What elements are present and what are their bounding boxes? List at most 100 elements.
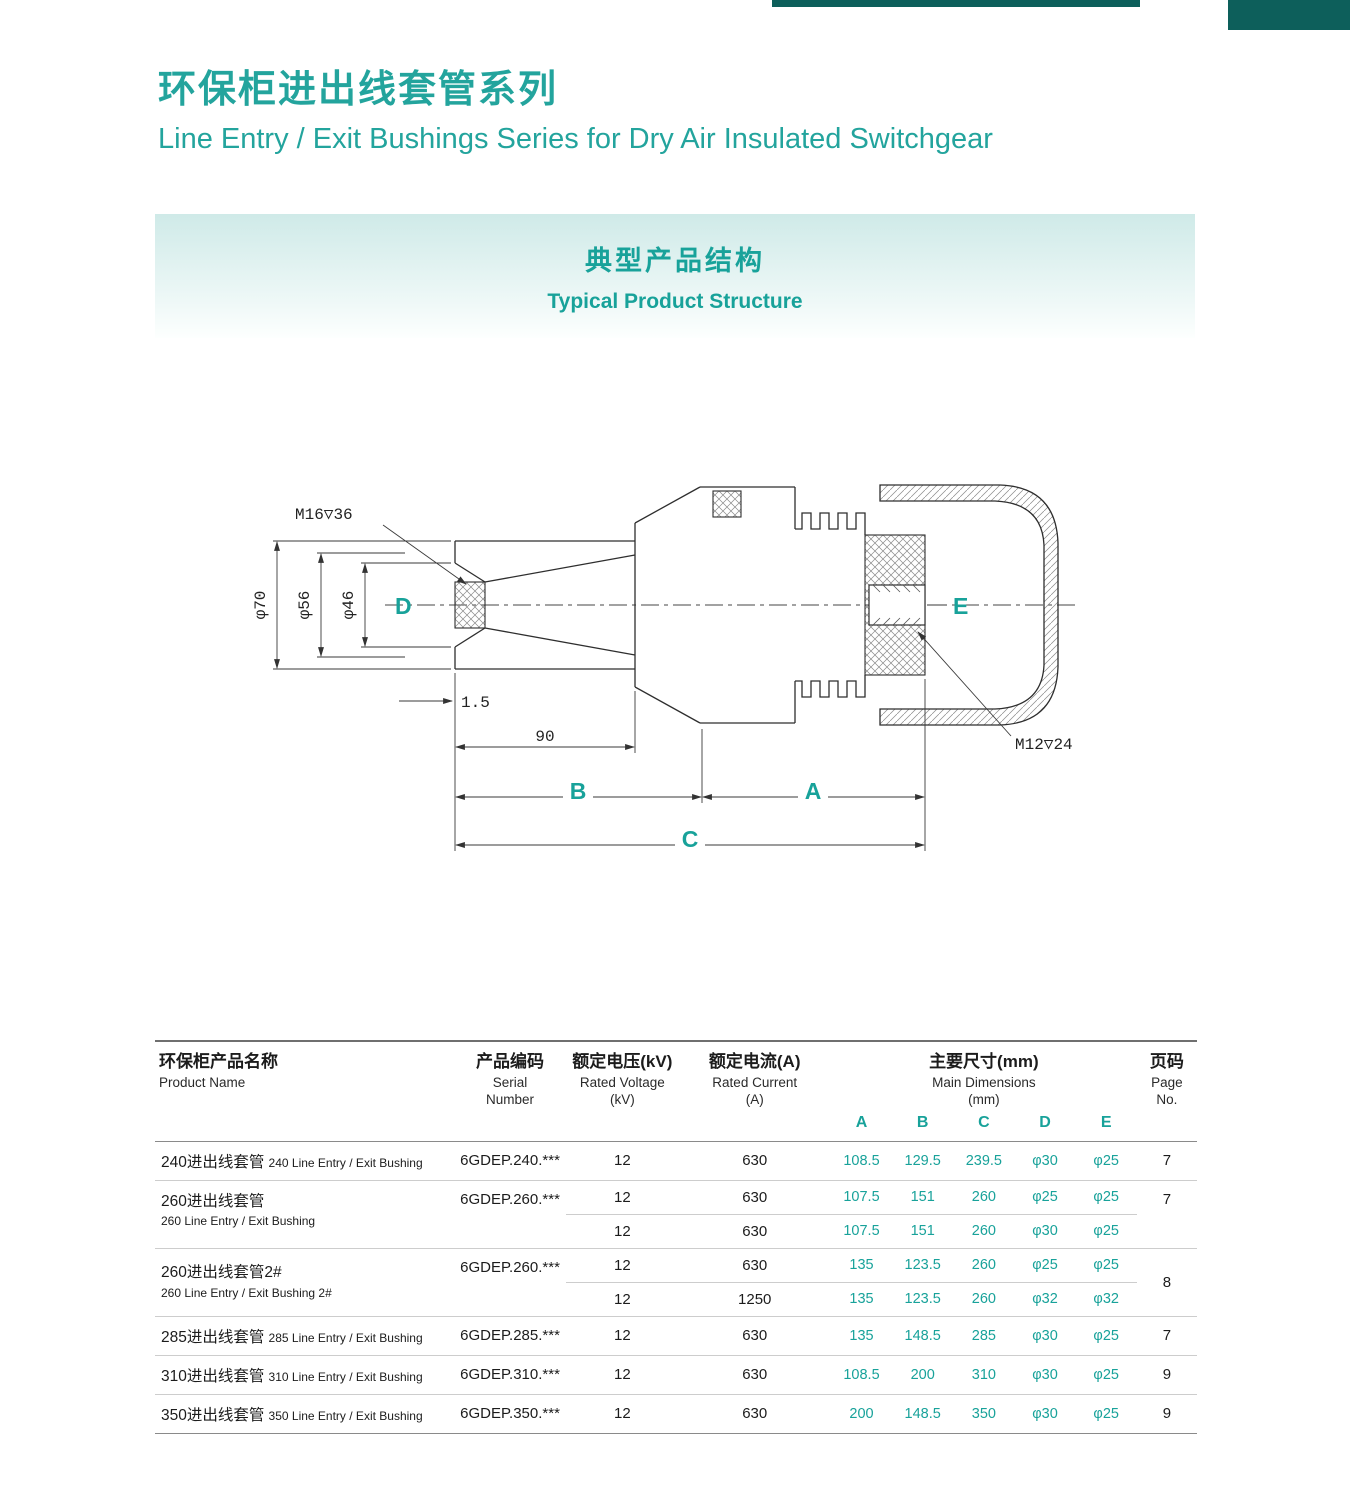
thread-right-label: M12▽24 xyxy=(1015,736,1073,754)
product-name-cell: 285进出线套管 285 Line Entry / Exit Bushing xyxy=(155,1316,454,1356)
col-header-current: 额定电流(A) Rated Current (A) xyxy=(678,1041,831,1142)
product-name-cell: 350进出线套管 350 Line Entry / Exit Bushing xyxy=(155,1394,454,1434)
dim-c-cell: 260 xyxy=(953,1180,1015,1215)
section-banner: 典型产品结构 Typical Product Structure xyxy=(155,214,1195,338)
current-cell: 630 xyxy=(678,1394,831,1434)
dim-a-cell: 108.5 xyxy=(830,1141,893,1181)
col-header-serial: 产品编码 Serial Number xyxy=(453,1041,567,1142)
dim-e-cell: φ32 xyxy=(1075,1282,1137,1317)
banner-title-zh: 典型产品结构 xyxy=(585,245,765,276)
table-row-260-1: 260进出线套管 260 Line Entry / Exit Bushing 6… xyxy=(155,1180,1197,1249)
serial-cell: 6GDEP.310.*** xyxy=(453,1355,567,1395)
col-header-dim-e: E xyxy=(1075,1111,1137,1142)
current-cell: 630 xyxy=(678,1316,831,1356)
col-header-product-name-en: Product Name xyxy=(159,1074,246,1090)
dim-90-label: 90 xyxy=(535,728,554,746)
dim-b-cell: 123.5 xyxy=(892,1282,954,1317)
dim-c-cell: 350 xyxy=(953,1394,1015,1434)
dim-a-cell: 200 xyxy=(830,1394,893,1434)
left-thread-socket xyxy=(454,581,486,629)
dim-e-cell: φ25 xyxy=(1075,1248,1137,1283)
col-header-dim-b: B xyxy=(892,1111,954,1142)
technical-drawing-figure: M16▽36 φ70 φ56 φ46 D E 1.5 90 B A C M12▽… xyxy=(155,455,1195,880)
label-d: D xyxy=(395,593,412,619)
serial-cell: 6GDEP.240.*** xyxy=(453,1141,567,1181)
current-cell: 1250 xyxy=(678,1282,831,1317)
table-row-260-2sharp-2: 12 1250 135 123.5 260 φ32 φ32 xyxy=(155,1282,1197,1317)
dim-d-cell: φ30 xyxy=(1014,1316,1076,1356)
col-header-dim-a: A xyxy=(830,1111,893,1142)
page-cell: 9 xyxy=(1136,1355,1197,1395)
label-backing xyxy=(675,828,705,852)
dim-a-cell: 135 xyxy=(830,1316,893,1356)
dim-b-label: B xyxy=(570,778,587,804)
dim-d-cell: φ30 xyxy=(1014,1355,1076,1395)
dim-d-cell: φ25 xyxy=(1014,1180,1076,1215)
page-cell: 7 xyxy=(1136,1316,1197,1356)
current-cell: 630 xyxy=(678,1214,831,1249)
dim-c-cell: 239.5 xyxy=(953,1141,1015,1181)
dim-b-cell: 200 xyxy=(892,1355,954,1395)
dim-c-cell: 260 xyxy=(953,1282,1015,1317)
col-header-voltage: 额定电压(kV) Rated Voltage (kV) xyxy=(566,1041,679,1142)
dim-c-cell: 260 xyxy=(953,1214,1015,1249)
voltage-cell: 12 xyxy=(566,1141,679,1181)
col-header-page: 页码 Page No. xyxy=(1136,1041,1197,1142)
dim-a-label: A xyxy=(805,778,822,804)
serial-cell: 6GDEP.350.*** xyxy=(453,1394,567,1434)
dim-b-cell: 151 xyxy=(892,1214,954,1249)
label-backing xyxy=(563,780,593,804)
serial-cell: 6GDEP.285.*** xyxy=(453,1316,567,1356)
serial-cell: 6GDEP.260.*** xyxy=(453,1248,567,1317)
voltage-cell: 12 xyxy=(566,1282,679,1317)
bushing-cross-section: M16▽36 φ70 φ56 φ46 D E 1.5 90 B A C M12▽… xyxy=(252,484,1080,852)
dim-d-cell: φ25 xyxy=(1014,1248,1076,1283)
dim-e-cell: φ25 xyxy=(1075,1316,1137,1356)
dim-b-cell: 129.5 xyxy=(892,1141,954,1181)
current-cell: 630 xyxy=(678,1141,831,1181)
product-table-wrap: 环保柜产品名称 Product Name 产品编码 Serial Number … xyxy=(155,1040,1197,1434)
page-cell: 7 xyxy=(1136,1141,1197,1181)
current-cell: 630 xyxy=(678,1180,831,1215)
product-name-cell: 310进出线套管 310 Line Entry / Exit Bushing xyxy=(155,1355,454,1395)
page-cell: 9 xyxy=(1136,1394,1197,1434)
dia-46-label: φ46 xyxy=(340,591,358,620)
dim-b-cell: 123.5 xyxy=(892,1248,954,1283)
terminal-detail xyxy=(712,490,742,518)
right-thread-hole xyxy=(868,584,926,626)
serial-cell: 6GDEP.260.*** xyxy=(453,1180,567,1249)
dim-e-cell: φ25 xyxy=(1075,1141,1137,1181)
current-cell: 630 xyxy=(678,1355,831,1395)
dia-56-label: φ56 xyxy=(296,591,314,620)
voltage-cell: 12 xyxy=(566,1214,679,1249)
thread-ticks xyxy=(872,584,921,626)
table-row-260-2: 12 630 107.5 151 260 φ30 φ25 xyxy=(155,1214,1197,1249)
page-title-zh: 环保柜进出线套管系列 xyxy=(158,69,559,111)
label-e: E xyxy=(953,593,968,619)
table-row-240: 240进出线套管 240 Line Entry / Exit Bushing 6… xyxy=(155,1141,1197,1181)
col-header-product-name-zh: 环保柜产品名称 xyxy=(159,1052,278,1071)
col-header-dim-d: D xyxy=(1014,1111,1076,1142)
voltage-cell: 12 xyxy=(566,1355,679,1395)
page-cell: 7 xyxy=(1136,1180,1197,1249)
col-header-dim-c: C xyxy=(953,1111,1015,1142)
dim-d-cell: φ30 xyxy=(1014,1141,1076,1181)
dim-a-cell: 107.5 xyxy=(830,1214,893,1249)
dim-c-cell: 260 xyxy=(953,1248,1015,1283)
table-row-260-2sharp-1: 260进出线套管2# 260 Line Entry / Exit Bushing… xyxy=(155,1248,1197,1317)
bushing-outline xyxy=(454,486,866,724)
page-title-en: Line Entry / Exit Bushings Series for Dr… xyxy=(158,122,993,155)
product-name-cell: 260进出线套管2# 260 Line Entry / Exit Bushing… xyxy=(155,1248,454,1317)
top-decoration-strip xyxy=(772,0,1140,7)
dim-e-cell: φ25 xyxy=(1075,1355,1137,1395)
table-row-285: 285进出线套管 285 Line Entry / Exit Bushing 6… xyxy=(155,1316,1197,1356)
dim-c-cell: 310 xyxy=(953,1355,1015,1395)
banner-title-en: Typical Product Structure xyxy=(547,289,803,313)
voltage-cell: 12 xyxy=(566,1248,679,1283)
voltage-cell: 12 xyxy=(566,1180,679,1215)
voltage-cell: 12 xyxy=(566,1316,679,1356)
page-header: 环保柜进出线套管系列 Line Entry / Exit Bushings Se… xyxy=(158,68,1198,156)
current-cell: 630 xyxy=(678,1248,831,1283)
dim-d-cell: φ30 xyxy=(1014,1214,1076,1249)
